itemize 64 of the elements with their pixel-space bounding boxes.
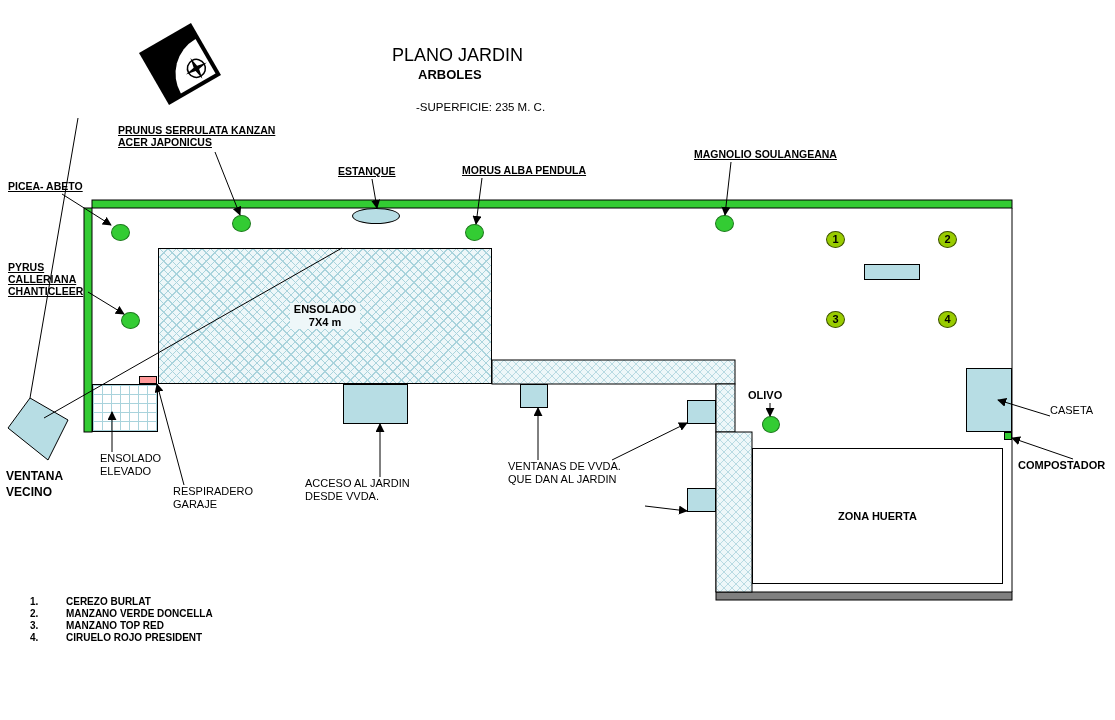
tree-symbol: [762, 416, 780, 433]
leader-line: [214, 151, 242, 216]
legend-text: MANZANO VERDE DONCELLA: [66, 608, 213, 619]
callout-label: ACCESO AL JARDIN DESDE VVDA.: [305, 477, 423, 505]
raised-paving: [92, 384, 158, 432]
legend-text: CIRUELO ROJO PRESIDENT: [66, 632, 203, 643]
area-label: ENSOLADO 7X4 m: [290, 303, 360, 329]
plant-label: MAGNOLIO SOULANGEANA: [694, 148, 844, 162]
structure-box: [864, 264, 920, 280]
sight-line: [29, 117, 79, 399]
structure-box: [687, 488, 716, 512]
callout-label: ENSOLADO ELEVADO: [100, 452, 172, 480]
leader-line: [472, 177, 483, 225]
list-number: 3.: [30, 620, 39, 631]
leader-line: [644, 505, 688, 515]
pond: [352, 208, 400, 224]
title: PLANO JARDIN: [392, 45, 524, 66]
leader-line: [371, 178, 381, 209]
list-number: 4.: [30, 632, 39, 643]
list-number: 2.: [30, 608, 39, 619]
callout-label: CASETA: [1050, 404, 1102, 418]
callout-label: RESPIRADERO GARAJE: [173, 485, 261, 513]
numbered-tree-marker: 1: [826, 231, 845, 248]
callout-label: COMPOSTADOR: [1018, 459, 1110, 473]
legend-text: CEREZO BURLAT: [66, 596, 151, 607]
tree-symbol: [715, 215, 734, 232]
numbered-tree-marker: 2: [938, 231, 957, 248]
plant-label: MORUS ALBA PENDULA: [462, 164, 597, 178]
leader-line: [154, 383, 185, 486]
plant-label: PRUNUS SERRULATA KANZAN ACER JAPONICUS: [118, 124, 293, 152]
vegetable-plot: [752, 448, 1003, 584]
tree-symbol: [111, 224, 130, 241]
numbered-tree-marker: 3: [826, 311, 845, 328]
structure-box: [687, 400, 716, 424]
plant-label: ESTANQUE: [338, 165, 406, 179]
callout-label: OLIVO: [748, 389, 790, 403]
leader-line: [375, 423, 385, 478]
subtitle: ARBOLES: [418, 67, 482, 82]
sight-line: [43, 247, 343, 419]
leader-line: [997, 398, 1051, 417]
leader-line: [765, 402, 775, 417]
callout-label: VENTANAS DE VVDA. QUE DAN AL JARDIN: [508, 460, 626, 488]
tree-symbol: [232, 215, 251, 232]
compost-bin: [1004, 432, 1012, 440]
window-label: VENTANA VECINO: [6, 468, 64, 500]
leader-line: [61, 193, 112, 226]
leader-line: [107, 411, 117, 453]
numbered-tree-marker: 4: [938, 311, 957, 328]
area-note: -SUPERFICIE: 235 M. C.: [416, 101, 546, 113]
area-label: ZONA HUERTA: [838, 509, 917, 523]
leader-line: [1011, 436, 1074, 460]
leader-line: [611, 422, 688, 461]
tree-symbol: [121, 312, 140, 329]
vent: [139, 376, 157, 384]
structure-box: [966, 368, 1012, 432]
legend-text: MANZANO TOP RED: [66, 620, 164, 631]
tree-symbol: [465, 224, 484, 241]
paved-area: [158, 248, 492, 384]
structure-box: [343, 384, 408, 424]
leader-line: [721, 161, 732, 216]
list-number: 1.: [30, 596, 39, 607]
leader-line: [87, 291, 125, 315]
leader-line: [533, 407, 543, 461]
structure-box: [520, 384, 548, 408]
